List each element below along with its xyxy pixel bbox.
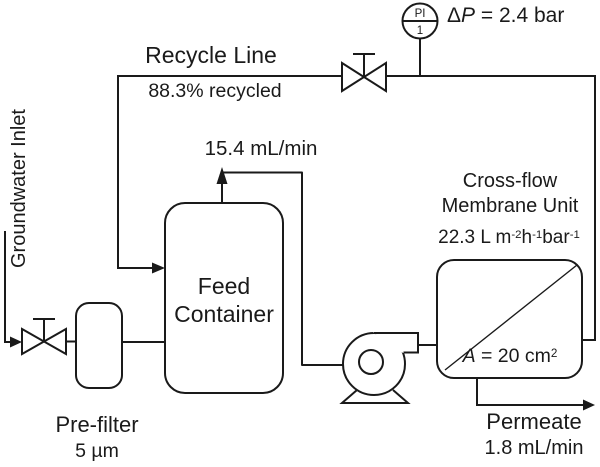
flux-base3: bar xyxy=(542,227,570,248)
permeate-flow-label: 1.8 mL/min xyxy=(484,437,584,459)
feed-container-line1: Feed xyxy=(197,273,251,299)
inlet-arrow xyxy=(10,336,22,348)
feed-flow-label: 15.4 mL/min xyxy=(204,137,318,160)
membrane-title-line1: Cross-flow xyxy=(462,170,558,192)
pump-impeller xyxy=(358,349,384,375)
prefilter-vessel xyxy=(75,302,123,389)
pump-base xyxy=(339,389,411,404)
feed-container-vessel xyxy=(164,202,284,394)
permeate-label: Permeate xyxy=(486,409,582,434)
permeate-arrow xyxy=(583,399,595,411)
area-sup: 2 xyxy=(550,346,558,360)
delta-p-label: ΔP = 2.4 bar xyxy=(447,4,564,28)
feed-flow-arrow xyxy=(216,167,228,184)
membrane-diagonal xyxy=(444,264,578,371)
pressure-symbol: P xyxy=(461,4,476,27)
recycle-fraction-label: 88.3% recycled xyxy=(148,80,282,102)
pump-discharge-mask xyxy=(373,332,419,353)
feed-container-label: Feed Container xyxy=(144,272,304,328)
prefilter-size-label: 5 µm xyxy=(75,440,119,462)
delta-symbol: Δ xyxy=(447,4,462,27)
groundwater-inlet-label: Groundwater Inlet xyxy=(8,109,30,269)
area-symbol: A xyxy=(462,345,476,367)
recycle-pipe xyxy=(117,75,342,269)
flux-sup2: -1 xyxy=(532,228,543,241)
membrane-title-line2: Membrane Unit xyxy=(441,195,579,217)
membrane-title: Cross-flow Membrane Unit xyxy=(410,169,600,219)
pump-discharge xyxy=(374,332,419,354)
recycle-line-label: Recycle Line xyxy=(145,42,277,68)
membrane-area-label: A = 20 cm2 xyxy=(420,345,600,368)
area-value: = 20 cm xyxy=(475,345,551,367)
membrane-flux-label: 22.3 L m-2h-1bar-1 xyxy=(404,227,600,249)
groundwater-inlet-pipe xyxy=(4,231,11,343)
gauge-type-label: PI xyxy=(415,8,426,20)
membrane-vessel xyxy=(436,259,583,379)
inlet-valve-handle xyxy=(33,318,55,342)
gauge-tag-label: 1 xyxy=(417,25,423,37)
delta-p-value: = 2.4 bar xyxy=(475,4,565,27)
flux-sup3: -1 xyxy=(569,228,580,241)
recycle-return-arrow xyxy=(152,262,165,274)
feed-container-line2: Container xyxy=(174,301,274,327)
flux-sup1: -2 xyxy=(511,228,522,241)
prefilter-label: Pre-filter xyxy=(55,412,139,437)
recycle-pipe-right xyxy=(386,75,596,341)
recycle-valve-handle xyxy=(353,53,375,77)
flux-base2: h xyxy=(521,227,533,248)
permeate-pipe xyxy=(476,378,583,406)
flux-base1: 22.3 L m xyxy=(438,227,512,248)
